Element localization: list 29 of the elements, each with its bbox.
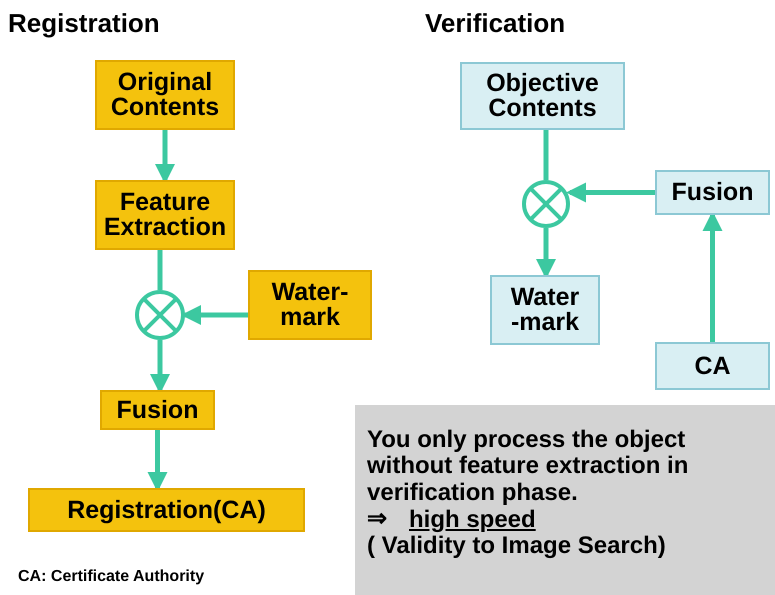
node-label: Feature Extraction (102, 190, 228, 240)
node-label: Objective Contents (485, 71, 600, 121)
result-text: high speed (409, 506, 536, 533)
footnote: CA: Certificate Authority (18, 568, 204, 586)
multiplier-circle (522, 180, 570, 228)
implication-symbol: ⇒ (367, 506, 387, 533)
arrow (566, 182, 655, 202)
node-label: Registration(CA) (67, 498, 266, 522)
process-box (460, 62, 625, 130)
process-box (655, 342, 770, 390)
process-box (100, 390, 215, 430)
note-text: You only process the object without feature extraction in verification phase. (367, 427, 690, 506)
process-box (490, 275, 600, 345)
node-label: Fusion (116, 398, 198, 422)
multiplier-circle (135, 290, 185, 340)
node-label: CA (694, 354, 731, 378)
note-text: ( Validity to Image Search) (367, 532, 666, 560)
node-label: Water -mark (510, 285, 580, 335)
section-heading: Registration (8, 8, 160, 39)
process-box (248, 270, 372, 340)
process-box (655, 170, 770, 215)
process-box (95, 60, 235, 130)
note-panel (355, 405, 775, 595)
process-box (28, 488, 305, 532)
node-label: Original Contents (110, 70, 220, 120)
section-heading: Verification (425, 8, 566, 39)
process-box (95, 180, 235, 250)
node-label: Water- mark (270, 280, 350, 330)
node-label: Fusion (672, 180, 754, 205)
